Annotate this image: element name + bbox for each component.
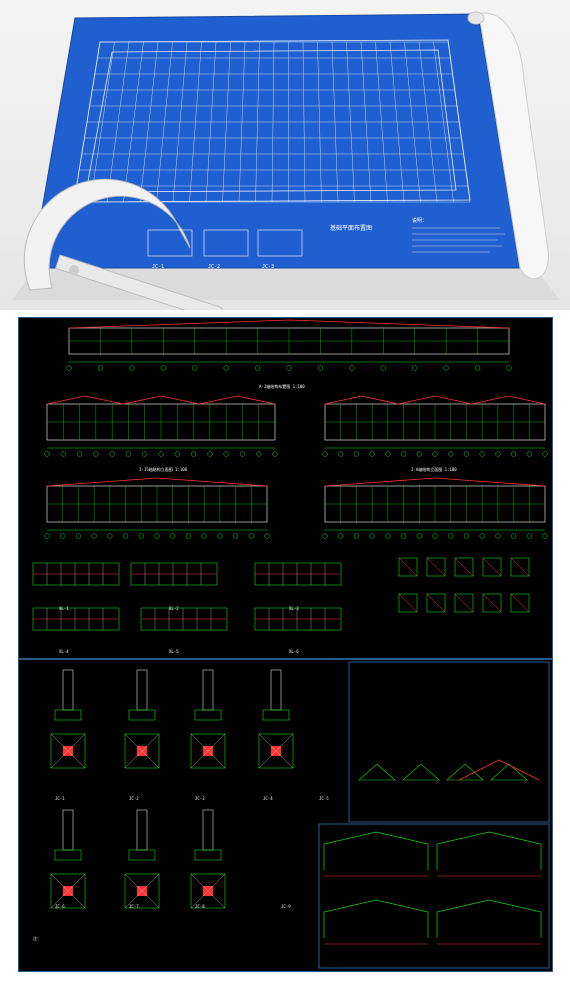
blueprint-note-heading: 说明： <box>412 217 427 224</box>
detail-label-2: JC-2 <box>208 264 220 270</box>
elevation-drawing-sheet: A-J轴结构布置图 1:100 1-15轴结构立面图 1:100 J-A轴结构立… <box>18 317 553 659</box>
foundation-drawings: JC-1 JC-2 JC-3 JC-4 JC-5 JC-6 JC-7 JC-8 … <box>33 661 550 969</box>
beam-label-1: XL-1 <box>59 606 69 611</box>
beam-label-4: XL-4 <box>59 649 69 654</box>
beam-label-6: XL-6 <box>289 649 299 654</box>
beam-label-2: XL-2 <box>169 606 179 611</box>
beam-label-5: XL-5 <box>169 649 179 654</box>
elevation-drawings: A-J轴结构布置图 1:100 1-15轴结构立面图 1:100 J-A轴结构立… <box>32 319 548 654</box>
footing-label-3: JC-3 <box>195 796 205 801</box>
footing-label-6: JC-6 <box>55 904 65 909</box>
elevation-title-1: A-J轴结构布置图 1:100 <box>259 383 305 389</box>
elevation-title-3: J-A轴结构立面图 1:100 <box>411 466 457 472</box>
footing-label-9: JC-9 <box>281 904 291 909</box>
blueprint-illustration: JC-1 JC-2 JC-3 基础平面布置图 说明： <box>12 11 560 310</box>
footing-label-8: JC-8 <box>195 904 205 909</box>
foundation-drawing-sheet: JC-1 JC-2 JC-3 JC-4 JC-5 JC-6 JC-7 JC-8 … <box>18 659 553 972</box>
footing-label-7: JC-7 <box>129 904 139 909</box>
detail-label-1: JC-1 <box>152 264 164 270</box>
footing-label-5: JC-5 <box>319 796 329 801</box>
footing-label-4: JC-4 <box>263 796 273 801</box>
footing-label-1: JC-1 <box>55 796 65 801</box>
elevation-title-2: 1-15轴结构立面图 1:100 <box>139 466 188 472</box>
blueprint-preview-area: JC-1 JC-2 JC-3 基础平面布置图 说明： <box>0 0 570 310</box>
rolled-paper <box>468 12 549 279</box>
blueprint-title: 基础平面布置图 <box>330 224 372 232</box>
footing-label-2: JC-2 <box>129 796 139 801</box>
detail-label-3: JC-3 <box>262 264 274 270</box>
beam-label-3: XL-3 <box>289 606 299 611</box>
foundation-notes-heading: 注： <box>33 935 41 941</box>
